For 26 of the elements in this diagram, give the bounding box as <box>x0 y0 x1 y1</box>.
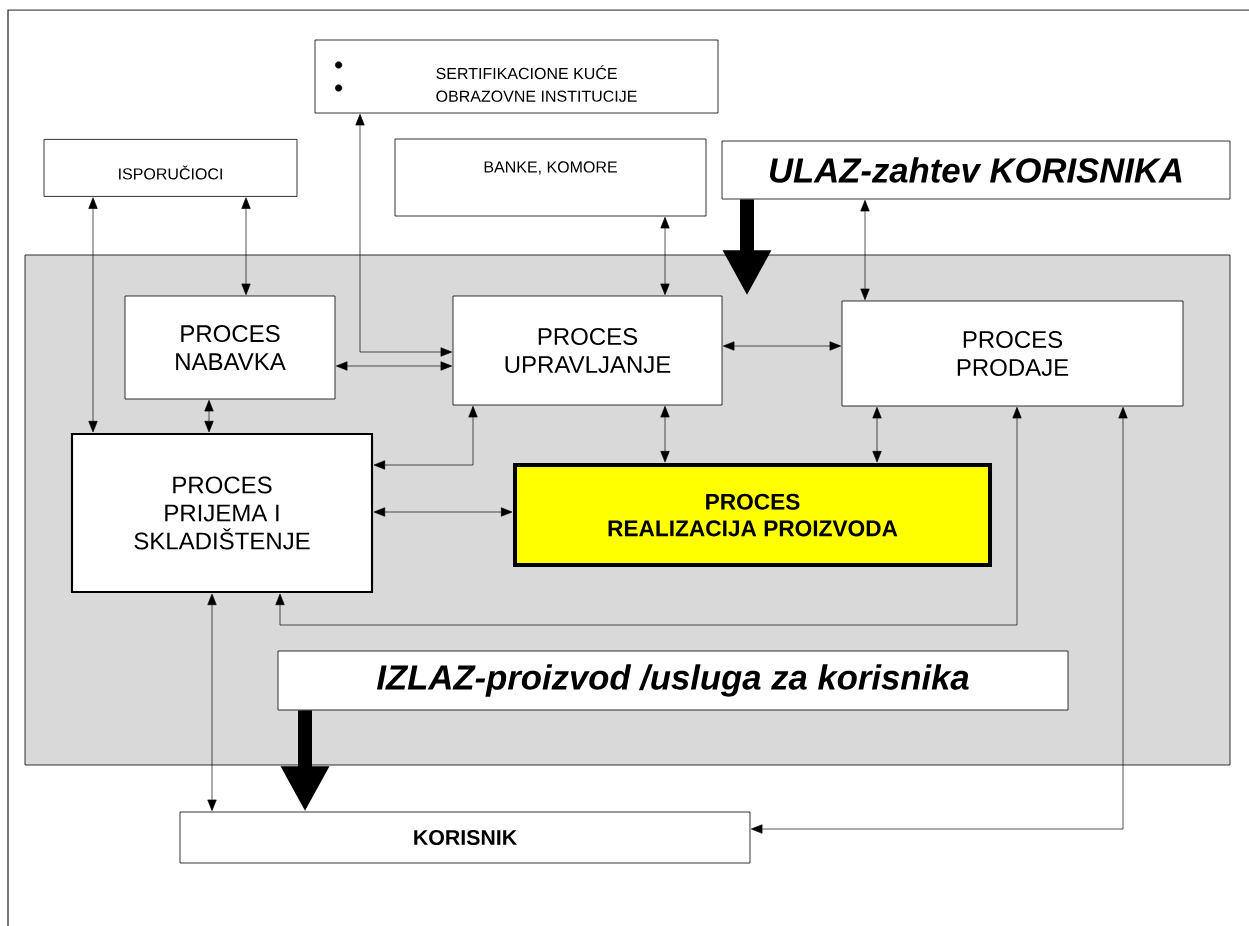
output-box: IZLAZ-proizvod /usluga za korisnika <box>277 650 1069 711</box>
process-box: PROCES NABAVKA <box>124 295 336 400</box>
process-box: PROCES PRIJEMA I SKLADIŠTENJE <box>70 432 374 594</box>
process-box: PROCES PRODAJE <box>841 300 1184 407</box>
user-box: KORISNIK <box>179 811 751 864</box>
arrow <box>241 197 251 296</box>
highlighted-process-box: PROCES REALIZACIJA PROIZVODA <box>513 463 992 567</box>
arrow <box>204 400 214 433</box>
info-box: SERTIFIKACIONE KUĆE OBRAZOVNE INSTITUCIJE <box>314 39 719 114</box>
arrow <box>275 407 1022 626</box>
arrow <box>88 197 98 433</box>
arrow <box>723 341 842 351</box>
arrow <box>872 407 882 463</box>
arrow <box>355 114 453 357</box>
process-box: PROCES UPRAVLJANJE <box>452 295 723 406</box>
arrow <box>860 200 870 301</box>
arrow <box>660 217 670 296</box>
arrow <box>751 407 1128 834</box>
arrow <box>336 361 453 371</box>
arrow <box>373 507 513 517</box>
arrow <box>373 406 478 470</box>
input-box: ULAZ-zahtev KORISNIKA <box>721 140 1231 200</box>
arrow <box>207 593 217 812</box>
info-box: BANKE, KOMORE <box>394 138 707 217</box>
arrow <box>660 406 670 463</box>
info-box: ISPORUČIOCI <box>43 139 298 197</box>
